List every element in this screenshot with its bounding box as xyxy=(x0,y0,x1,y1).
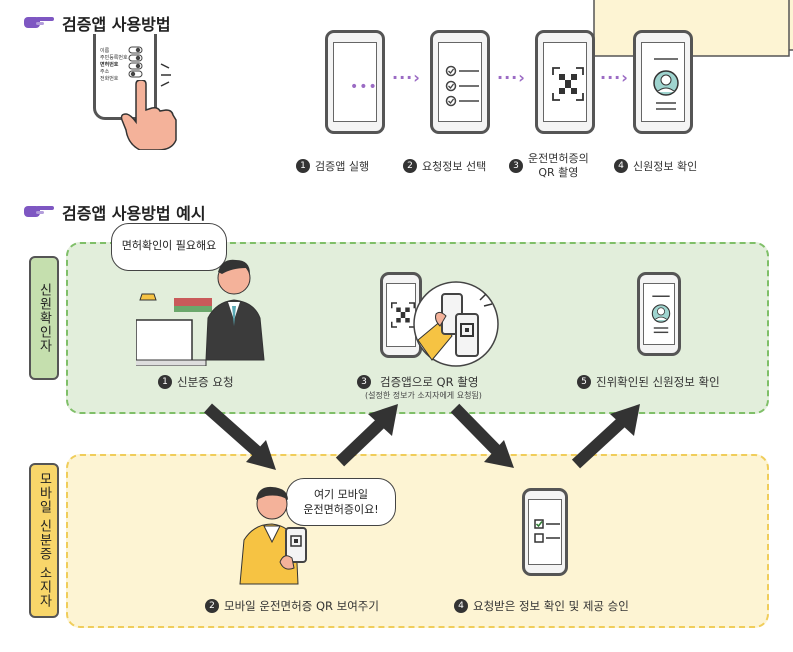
step1-phone: ••• xyxy=(325,30,385,134)
holder-tab-label: 모바일 신분증 소지자 xyxy=(36,472,52,609)
step2-phone xyxy=(430,30,490,134)
step-number: 4 xyxy=(454,599,468,613)
usage-step-4: 4 신원정보 확인 xyxy=(614,158,697,174)
step-label: 모바일 운전면허증 QR 보여주기 xyxy=(224,599,379,613)
step3-phone xyxy=(535,30,595,134)
verifier-speech-text: 면허확인이 필요해요 xyxy=(121,239,217,252)
holder-speech-bubble: 여기 모바일 운전면허증이요! xyxy=(286,478,396,526)
id-profile-icon xyxy=(653,58,679,110)
step-number: 3 xyxy=(509,159,523,173)
holder-speech-line2: 운전면허증이요! xyxy=(303,503,379,516)
verifier-tab: 신원확인자 xyxy=(29,256,59,380)
step-number: 3 xyxy=(357,375,371,389)
demo-field: 이름 xyxy=(100,48,110,54)
flow-arrow-icon: ···› xyxy=(392,68,421,87)
loading-dots-icon: ••• xyxy=(350,79,378,95)
pointing-hand-icon xyxy=(24,17,54,28)
qr-code-icon xyxy=(552,67,584,101)
demo-field: 면허번호 xyxy=(100,62,119,68)
step4-phone xyxy=(633,30,693,134)
pointing-hand-icon xyxy=(24,206,54,217)
step-number: 1 xyxy=(296,159,310,173)
verifier-result-phone xyxy=(637,272,681,356)
checklist-icon xyxy=(445,65,479,107)
holder-person-illustration xyxy=(239,486,307,585)
holder-approval-phone xyxy=(522,488,568,576)
step-label: 검증앱으로 QR 촬영 xyxy=(380,375,479,389)
flow-arrow-icon: ···› xyxy=(600,68,629,87)
step-number: 2 xyxy=(403,159,417,173)
usage-step-2: 2 요청정보 선택 xyxy=(403,158,486,174)
example-step-3-note: (설정한 정보가 소지자에게 요청됨) xyxy=(365,391,482,400)
step-number: 2 xyxy=(205,599,219,613)
example-step-1: 1 신분증 요청 xyxy=(158,374,234,390)
example-step-4: 4 요청받은 정보 확인 및 제공 승인 xyxy=(454,598,629,614)
step-label-line1: 운전면허증의 xyxy=(528,152,589,165)
step-number: 1 xyxy=(158,375,172,389)
section-title-example: 검증앱 사용방법 예시 xyxy=(62,204,206,223)
demo-field: 전화번호 xyxy=(100,76,119,82)
holder-zone xyxy=(66,454,769,628)
holder-speech-line1: 여기 모바일 xyxy=(313,488,369,501)
step-label-line2: QR 촬영 xyxy=(538,166,579,179)
step-label: 신분증 요청 xyxy=(177,375,234,389)
qr-scan-zoom-icon xyxy=(413,281,499,367)
step-label: 요청정보 선택 xyxy=(422,160,487,173)
demo-field-list: 이름 주민등록번호 면허번호 주소 전화번호 xyxy=(100,48,128,83)
verifier-tab-label: 신원확인자 xyxy=(36,283,52,353)
finger-tap-icon xyxy=(120,80,177,150)
step-label: 요청받은 정보 확인 및 제공 승인 xyxy=(473,599,629,613)
section-title-usage: 검증앱 사용방법 xyxy=(62,15,171,34)
checkbox-list-icon xyxy=(534,519,560,543)
verifier-speech-bubble: 면허확인이 필요해요 xyxy=(111,223,227,271)
usage-step-3: 3 운전면허증의 QR 촬영 xyxy=(509,152,589,180)
toggle-switches-icon xyxy=(128,46,143,78)
step-number: 4 xyxy=(614,159,628,173)
example-step-2: 2 모바일 운전면허증 QR 보여주기 xyxy=(205,598,379,614)
step-label: 진위확인된 신원정보 확인 xyxy=(596,375,720,389)
flow-arrow-icon: ···› xyxy=(497,68,526,87)
id-profile-icon xyxy=(651,295,671,334)
step-label: 검증앱 실행 xyxy=(315,160,370,173)
tap-spark-icon xyxy=(160,63,171,87)
step-label: 신원정보 확인 xyxy=(633,160,698,173)
step-number: 5 xyxy=(577,375,591,389)
qr-code-icon xyxy=(391,302,415,328)
demo-field: 주민등록번호 xyxy=(100,55,128,61)
demo-field: 주소 xyxy=(100,69,110,75)
holder-tab: 모바일 신분증 소지자 xyxy=(29,463,59,618)
verifier-person-illustration xyxy=(136,259,265,366)
example-step-3: 3 검증앱으로 QR 촬영 xyxy=(357,374,478,390)
example-step-5: 5 진위확인된 신원정보 확인 xyxy=(577,374,720,390)
usage-step-1: 1 검증앱 실행 xyxy=(296,158,369,174)
